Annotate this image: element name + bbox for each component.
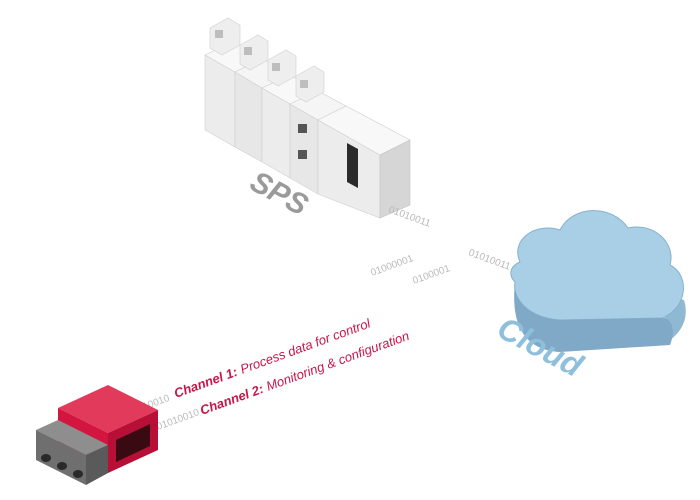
binary-sps-link: 01010011	[387, 204, 432, 229]
sps-plc-device	[204, 17, 411, 219]
binary-ch2-end: 0100001	[411, 263, 452, 287]
binary-ch1-end: 01000001	[369, 253, 415, 279]
cloud-shape	[510, 210, 686, 352]
sensor-device	[36, 385, 158, 485]
binary-cloud-link: 01010011	[467, 247, 512, 272]
binary-ch2-start: 01010010	[155, 407, 201, 433]
